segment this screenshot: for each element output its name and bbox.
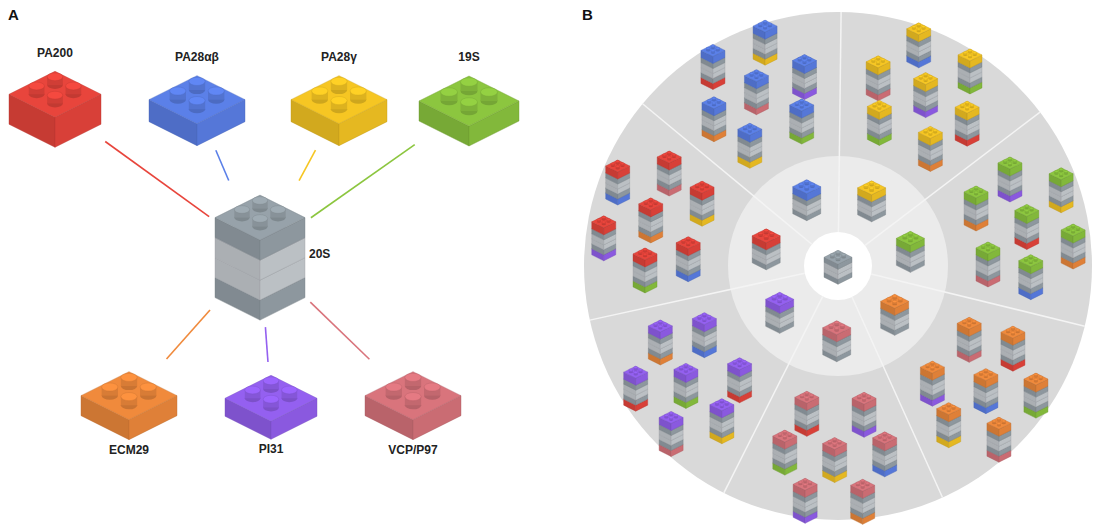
- binding-line: [311, 145, 415, 218]
- binding-line: [216, 150, 229, 180]
- complex-label: PA200: [34, 44, 76, 62]
- complex-label: 19S: [455, 48, 482, 66]
- brick-shape: [148, 66, 246, 147]
- pi31-brick: PI31: [224, 366, 318, 458]
- brick-shape: [364, 362, 462, 441]
- vcp-p97-brick: VCP/P97: [364, 362, 462, 459]
- 19s-brick: 19S: [418, 48, 520, 147]
- brick-shape: [224, 366, 318, 440]
- brick-shape: [80, 362, 178, 441]
- brick-shape: [214, 186, 306, 321]
- brick-shape: [418, 66, 520, 147]
- binding-line: [265, 327, 268, 362]
- complex-label: PA28αβ: [172, 48, 222, 66]
- complex-label: 20S: [306, 245, 333, 263]
- complex-label: VCP/P97: [385, 441, 440, 459]
- brick-shape: [290, 66, 388, 147]
- binding-line: [167, 310, 211, 359]
- binding-line: [299, 150, 315, 181]
- brick-shape: [8, 62, 102, 148]
- binding-line: [105, 142, 209, 217]
- panel-letter: A: [8, 6, 19, 23]
- complex-label: PI31: [256, 440, 287, 458]
- pa200-brick: PA200: [8, 44, 102, 148]
- panel-letter: B: [582, 6, 593, 23]
- pa28ab-brick: PA28αβ: [148, 48, 246, 147]
- complex-label: PA28γ: [318, 48, 360, 66]
- 20s-core-stack: 20S: [214, 186, 333, 321]
- pa28g-brick: PA28γ: [290, 48, 388, 147]
- ecm29-brick: ECM29: [80, 362, 178, 459]
- complex-label: ECM29: [106, 441, 152, 459]
- binding-line: [310, 302, 369, 359]
